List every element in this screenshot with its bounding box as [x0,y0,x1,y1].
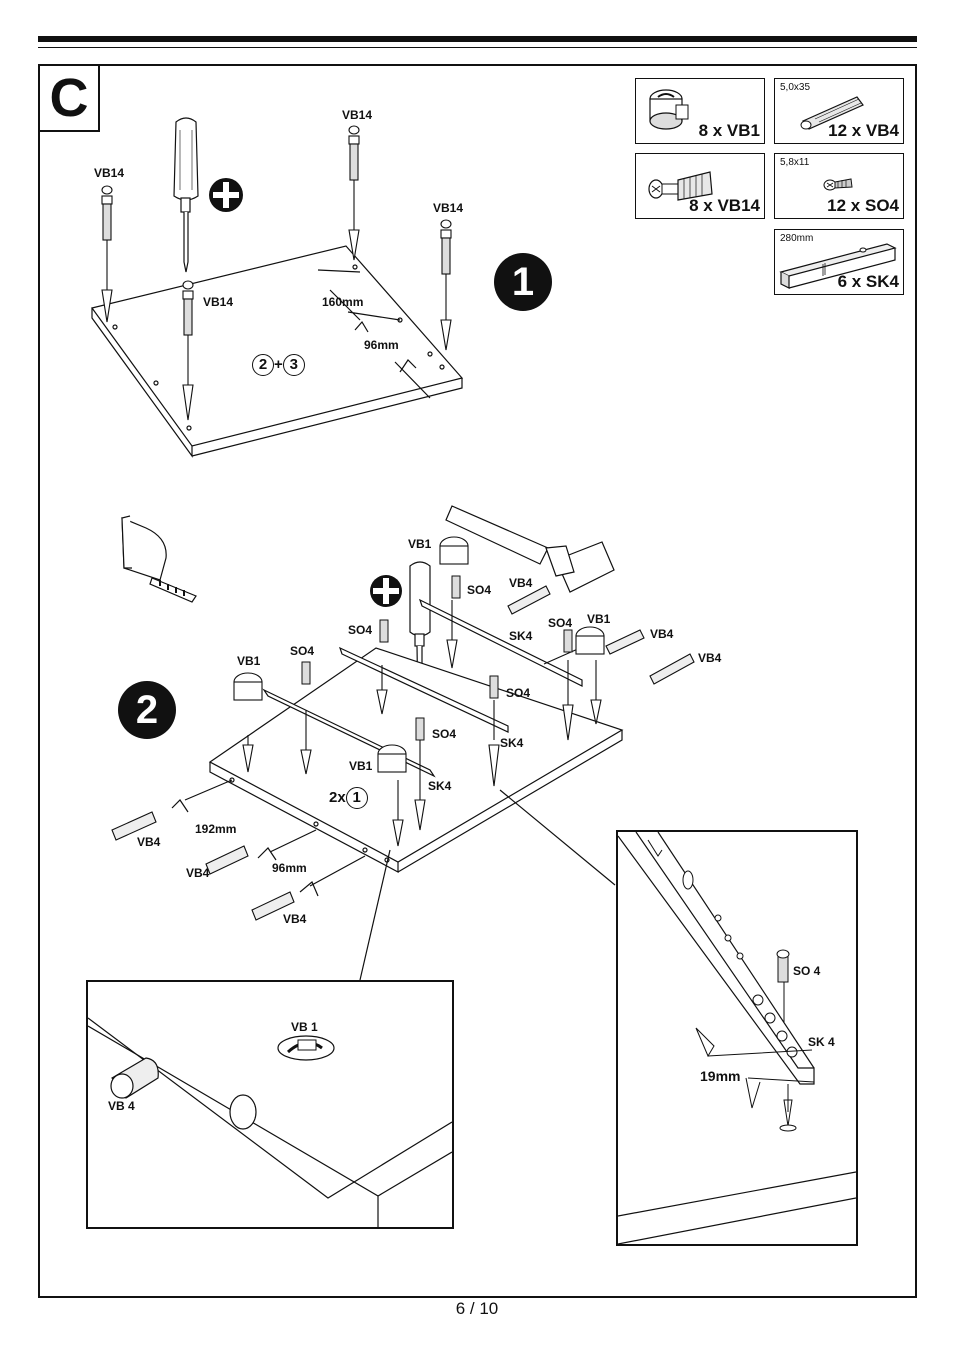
vb14-label: VB14 [433,201,464,215]
reference-circled: 2+3 [252,354,305,376]
part-spec: 280mm [780,233,814,244]
tape-measure-icon [121,515,197,603]
dowel-icon [800,96,864,130]
part-qty: 12 x SO4 [827,196,899,215]
screw-icon [823,178,853,191]
part-spec: 5,0x35 [780,82,811,93]
part-vb14: 8 x VB14 [635,153,765,219]
vb4-label: VB4 [186,866,210,880]
step-number-2: 2 [118,681,176,739]
vb1-label: VB 1 [291,1020,318,1034]
page-number: 6 / 10 [455,1299,499,1318]
vb4-label: VB 4 [108,1099,135,1113]
so4-screws [301,575,573,741]
sk4-label: SK 4 [808,1035,835,1049]
so4-label: SO4 [290,644,315,658]
instruction-frame [38,64,917,1298]
dimension-label: 192mm [195,822,237,836]
rail-icon [779,243,897,289]
vb1-cams [233,536,605,773]
sk4-label: SK4 [428,779,452,793]
part-vb4: 5,0x35 12 x VB4 [774,78,904,144]
section-letter: C [38,64,100,132]
part-qty: 6 x SK4 [837,272,899,291]
panel-edge-detail [88,1017,452,1227]
vb1-label: VB1 [408,537,432,551]
vb4-dowels [111,585,695,921]
so4-label: SO4 [506,686,531,700]
screwdriver-icon [173,117,199,273]
vb1-label: VB1 [587,612,611,626]
cam-lock-icon [649,89,689,130]
vb14-bolts [101,125,452,421]
part-so4: 5,8x11 12 x SO4 [774,153,904,219]
hammer-icon [445,505,615,593]
vb4-label: VB4 [509,576,533,590]
dimension-label: 96mm [272,861,307,875]
phillips-icon [370,575,402,607]
part-spec: 5,8x11 [780,157,810,168]
vb4-label: VB4 [698,651,722,665]
part-qty: 8 x VB14 [689,196,760,215]
step-number-1: 1 [494,253,552,311]
vb1-label: VB1 [237,654,261,668]
vb4-label: VB4 [283,912,307,926]
vb4-label: VB4 [137,835,161,849]
dimension-label: 96mm [364,338,399,352]
vb14-label: VB14 [342,108,373,122]
part-qty: 8 x VB1 [698,121,760,140]
dimension-label: 19mm [700,1068,741,1084]
vb4-label: VB4 [650,627,674,641]
part-qty: 12 x VB4 [828,121,899,140]
vb14-label: VB14 [94,166,125,180]
dimension-label: 160mm [322,295,364,309]
sk4-label: SK4 [509,629,533,643]
part-vb1: 8 x VB1 [635,78,765,144]
phillips-icon [209,178,243,212]
vb14-label: VB14 [203,295,234,309]
so4-label: SO4 [467,583,492,597]
sk4-label: SK4 [500,736,524,750]
rail-detail [618,832,856,1244]
detail-cam-lock: VB 1 VB 4 [86,980,454,1229]
so4-label: SO4 [548,616,573,630]
so4-label: SO4 [348,623,373,637]
so4-label: SO 4 [793,964,821,978]
detail-rail: SO 4 SK 4 19mm [616,830,858,1246]
vb1-label: VB1 [349,759,373,773]
part-sk4: 280mm 6 x SK4 [774,229,904,295]
so4-label: SO4 [432,727,457,741]
step2-arrows [242,600,602,847]
header-rule [38,36,917,42]
header-rule-thin [38,47,917,48]
step1-panel [90,245,464,458]
connecting-bolt-icon [648,171,713,201]
